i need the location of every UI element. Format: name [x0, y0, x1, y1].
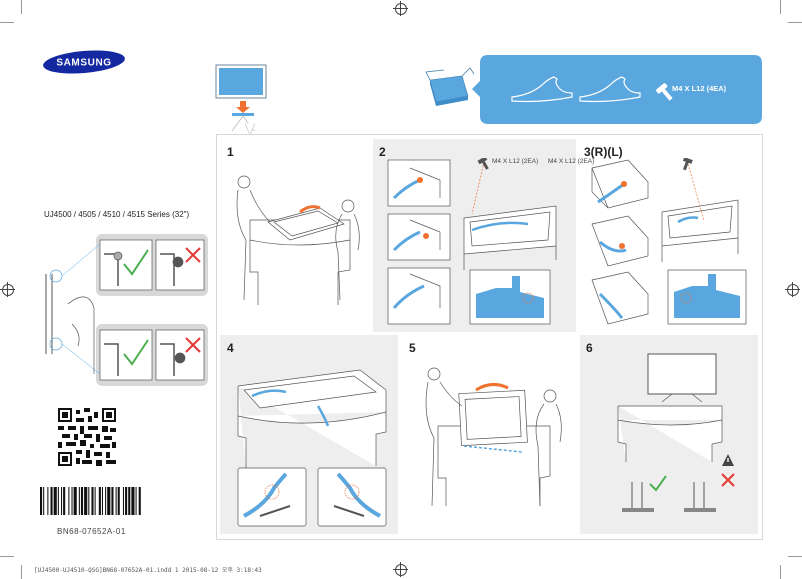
barcode-bar	[57, 487, 59, 515]
barcode-bar	[117, 487, 120, 515]
barcode-bar	[84, 487, 88, 515]
barcode-bar	[94, 487, 96, 515]
barcode-bar	[91, 487, 94, 515]
barcode-bar	[40, 487, 43, 515]
step-2-screw-note: M4 X L12 (2EA)	[492, 158, 539, 165]
step-number-1: 1	[227, 145, 234, 159]
crop-mark	[780, 565, 781, 579]
samsung-logo: SAMSUNG	[42, 49, 126, 75]
screw-spec-label: M4 X L12 (4EA)	[672, 84, 727, 93]
barcode-bar	[115, 487, 117, 515]
step-5-illustration	[412, 356, 576, 516]
document-code: BN68-07652A-01	[57, 527, 126, 536]
barcode-bar	[98, 487, 101, 515]
footer-slug: [UJ4500-UJ4510-QSG]BN68-07652A-01.indd 1…	[34, 567, 262, 574]
barcode-bar	[125, 487, 128, 515]
barcode	[40, 487, 174, 515]
step-6-illustration	[592, 350, 756, 530]
barcode-bar	[135, 487, 137, 515]
crop-mark	[780, 0, 781, 14]
barcode-bar	[107, 487, 111, 515]
barcode-bar	[73, 487, 77, 515]
step-1-illustration	[228, 160, 368, 310]
barcode-bar	[61, 487, 63, 515]
box-icon	[424, 66, 482, 110]
crop-mark	[788, 22, 802, 23]
barcode-bar	[101, 487, 103, 515]
series-title: UJ4500 / 4505 / 4510 / 4515 Series (32")	[44, 210, 190, 219]
barcode-bar	[53, 487, 57, 515]
barcode-bar	[80, 487, 84, 515]
step-3-illustration	[588, 156, 758, 330]
registration-mark-icon	[393, 1, 408, 16]
logo-text: SAMSUNG	[56, 58, 111, 69]
registration-mark-icon	[0, 282, 15, 297]
crop-mark	[0, 22, 14, 23]
barcode-bar	[138, 487, 141, 515]
qr-code	[58, 408, 116, 466]
step-number-2: 2	[379, 145, 386, 159]
barcode-bar	[68, 487, 70, 515]
registration-mark-icon	[785, 282, 800, 297]
barcode-bar	[131, 487, 135, 515]
step-2-illustration	[380, 156, 574, 330]
step-number-3: 3(R)(L)	[584, 145, 623, 159]
barcode-bar	[78, 487, 80, 515]
frame-pointer	[244, 122, 256, 137]
step-number-6: 6	[586, 341, 593, 355]
step-number-5: 5	[409, 341, 416, 355]
step-3-screw-note: M4 X L12 (2EA)	[548, 158, 595, 165]
barcode-bar	[111, 487, 114, 515]
cable-holder-guide	[38, 234, 208, 394]
crop-mark	[788, 556, 802, 557]
barcode-bar	[47, 487, 49, 515]
barcode-bar	[63, 487, 66, 515]
barcode-bar	[50, 487, 53, 515]
step-number-4: 4	[227, 341, 234, 355]
barcode-bar	[71, 487, 73, 515]
registration-mark-icon	[393, 562, 408, 577]
step-4-illustration	[230, 356, 394, 532]
parts-banner: M4 X L12 (4EA)	[472, 55, 762, 124]
barcode-bar	[122, 487, 124, 515]
barcode-bar	[88, 487, 90, 515]
crop-mark	[0, 556, 14, 557]
crop-mark	[21, 565, 22, 579]
barcode-bar	[128, 487, 131, 515]
tv-preview-icon	[212, 63, 278, 133]
barcode-bar	[43, 487, 45, 515]
crop-mark	[21, 0, 22, 14]
barcode-bar	[105, 487, 107, 515]
